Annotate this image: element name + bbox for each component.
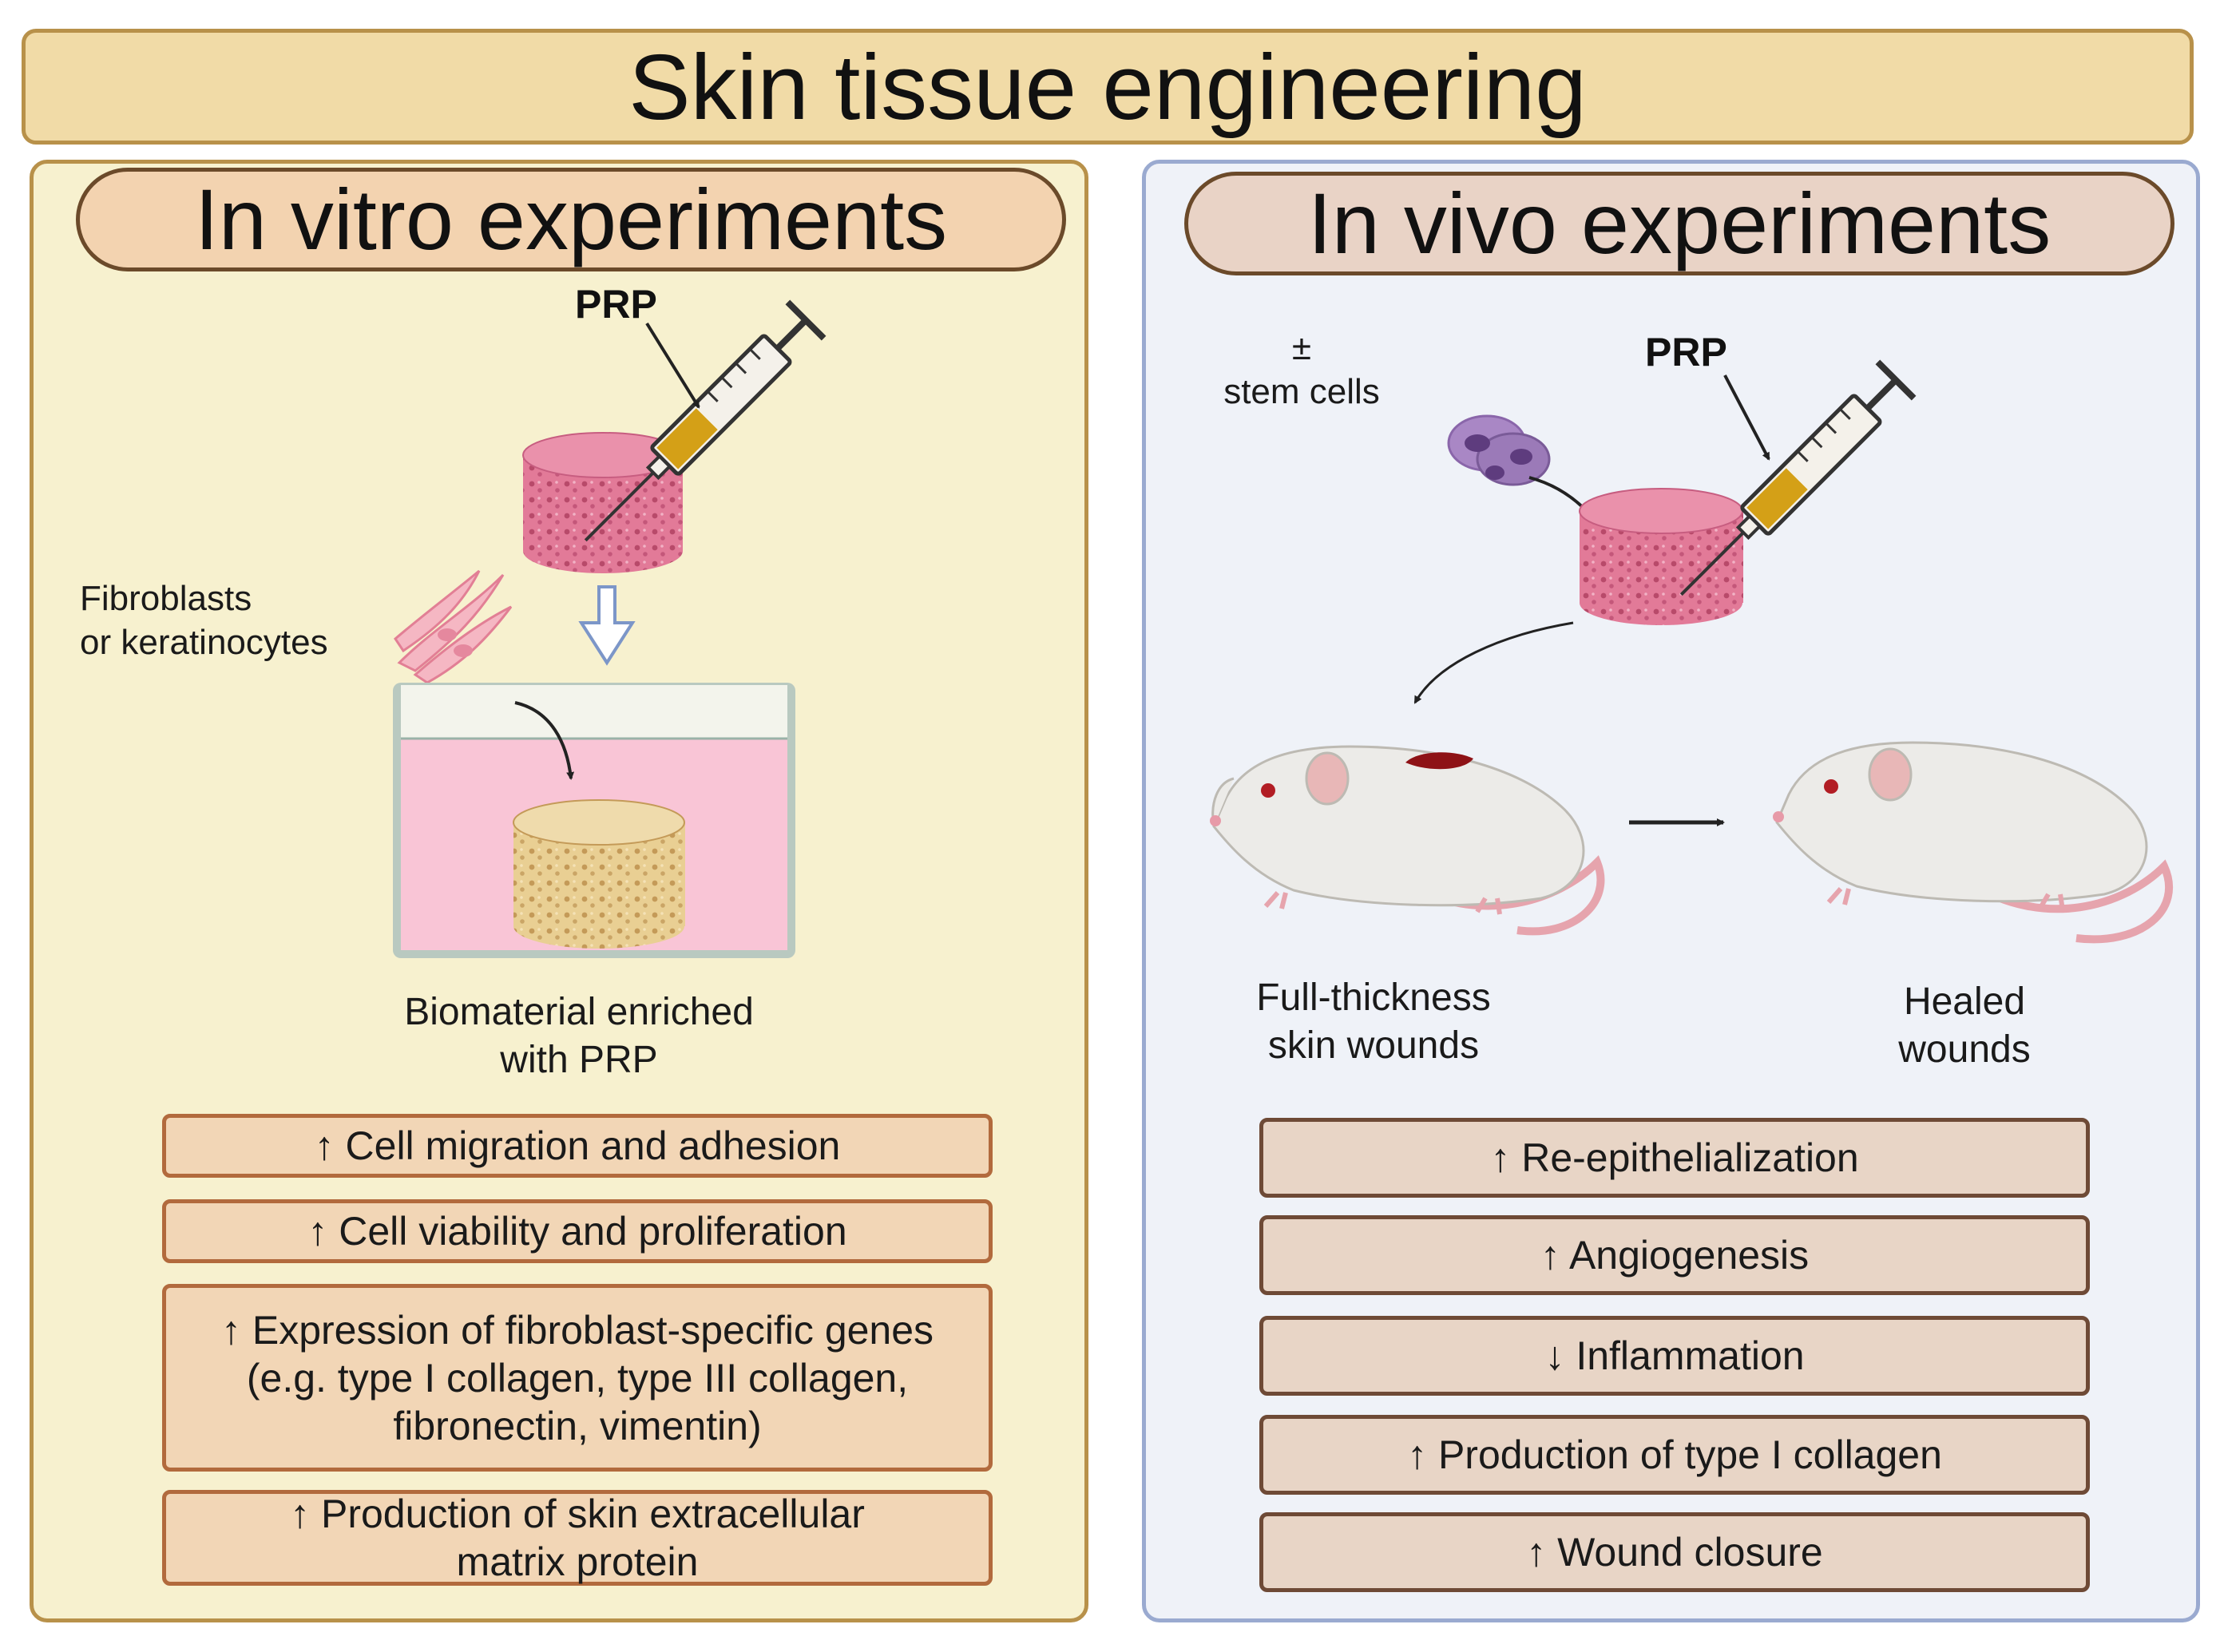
result-collagen-production: ↑ Production of type I collagen xyxy=(1259,1415,2090,1495)
prp-label: PRP xyxy=(575,282,657,327)
wounds-line2: skin wounds xyxy=(1267,1024,1480,1067)
scaffold-pink-icon-right xyxy=(1579,488,1743,625)
result-inflammation: ↓ Inflammation xyxy=(1259,1316,2090,1396)
prp-label-right: PRP xyxy=(1645,330,1727,374)
in-vitro-heading: In vitro experiments xyxy=(76,168,1066,271)
result-angiogenesis: ↑ Angiogenesis xyxy=(1259,1215,2090,1295)
stem-label: stem cells xyxy=(1223,372,1380,411)
result-text: ↑ Wound closure xyxy=(1526,1530,1823,1575)
result-re-epithelialization: ↑ Re-epithelialization xyxy=(1259,1118,2090,1198)
result-text: fibronectin, vimentin) xyxy=(393,1403,762,1448)
result-text: ↑ Cell migration and adhesion xyxy=(314,1123,841,1168)
result-cell-viability: ↑ Cell viability and proliferation xyxy=(162,1199,993,1263)
healed-caption: Healed wounds xyxy=(1845,978,2084,1074)
stem-pm: ± xyxy=(1291,328,1312,367)
wounds-line1: Full-thickness xyxy=(1256,977,1491,1019)
dish-arrow xyxy=(514,701,575,780)
result-text: ↑ Expression of fibroblast-specific gene… xyxy=(220,1307,934,1353)
result-text: ↑ Cell viability and proliferation xyxy=(307,1209,847,1254)
fibroblast-cells-icon xyxy=(394,569,513,684)
result-gene-expression: ↑ Expression of fibroblast-specific gene… xyxy=(162,1284,993,1472)
down-arrow-icon xyxy=(578,585,636,666)
mouse-healed-icon xyxy=(1773,741,2173,944)
caption-line1: Biomaterial enriched xyxy=(404,991,754,1033)
result-text: matrix protein xyxy=(456,1539,699,1584)
result-text: ↑ Production of skin extracellular xyxy=(290,1492,865,1536)
in-vivo-heading-text: In vivo experiments xyxy=(1307,175,2052,271)
mouse-wounded-icon xyxy=(1210,745,1605,936)
result-ecm-production: ↑ Production of skin extracellular matri… xyxy=(162,1490,993,1586)
scaffold-tan-icon xyxy=(513,799,685,949)
syringe-icon xyxy=(584,299,827,542)
healed-line1: Healed xyxy=(1903,981,2026,1023)
caption-line2: with PRP xyxy=(500,1039,658,1081)
cells-label: Fibroblasts or keratinocytes xyxy=(80,576,328,664)
title-bar: Skin tissue engineering xyxy=(22,29,2194,145)
stem-cells-label: ± stem cells xyxy=(1202,326,1401,414)
result-text: ↑ Re-epithelialization xyxy=(1490,1135,1859,1180)
result-text: ↑ Angiogenesis xyxy=(1540,1233,1810,1278)
in-vivo-heading: In vivo experiments xyxy=(1184,172,2174,275)
stem-cells-icon xyxy=(1447,414,1551,486)
syringe-icon-right xyxy=(1679,359,1917,596)
page-title: Skin tissue engineering xyxy=(628,34,1587,139)
prp-arrow xyxy=(645,322,700,409)
result-cell-migration: ↑ Cell migration and adhesion xyxy=(162,1114,993,1178)
healed-line2: wounds xyxy=(1898,1028,2031,1071)
scaffold-to-mouse-arrow xyxy=(1413,621,1574,704)
result-text: ↑ Production of type I collagen xyxy=(1407,1432,1942,1477)
in-vitro-heading-text: In vitro experiments xyxy=(194,171,948,267)
cells-label-line2: or keratinocytes xyxy=(80,623,328,662)
result-text: (e.g. type I collagen, type III collagen… xyxy=(246,1355,909,1400)
result-wound-closure: ↑ Wound closure xyxy=(1259,1512,2090,1592)
wounds-caption: Full-thickness skin wounds xyxy=(1214,974,1533,1070)
biomaterial-caption: Biomaterial enriched with PRP xyxy=(339,988,819,1084)
cells-label-line1: Fibroblasts xyxy=(80,579,252,618)
prp-arrow-right xyxy=(1723,374,1770,461)
result-text: ↓ Inflammation xyxy=(1544,1333,1805,1378)
